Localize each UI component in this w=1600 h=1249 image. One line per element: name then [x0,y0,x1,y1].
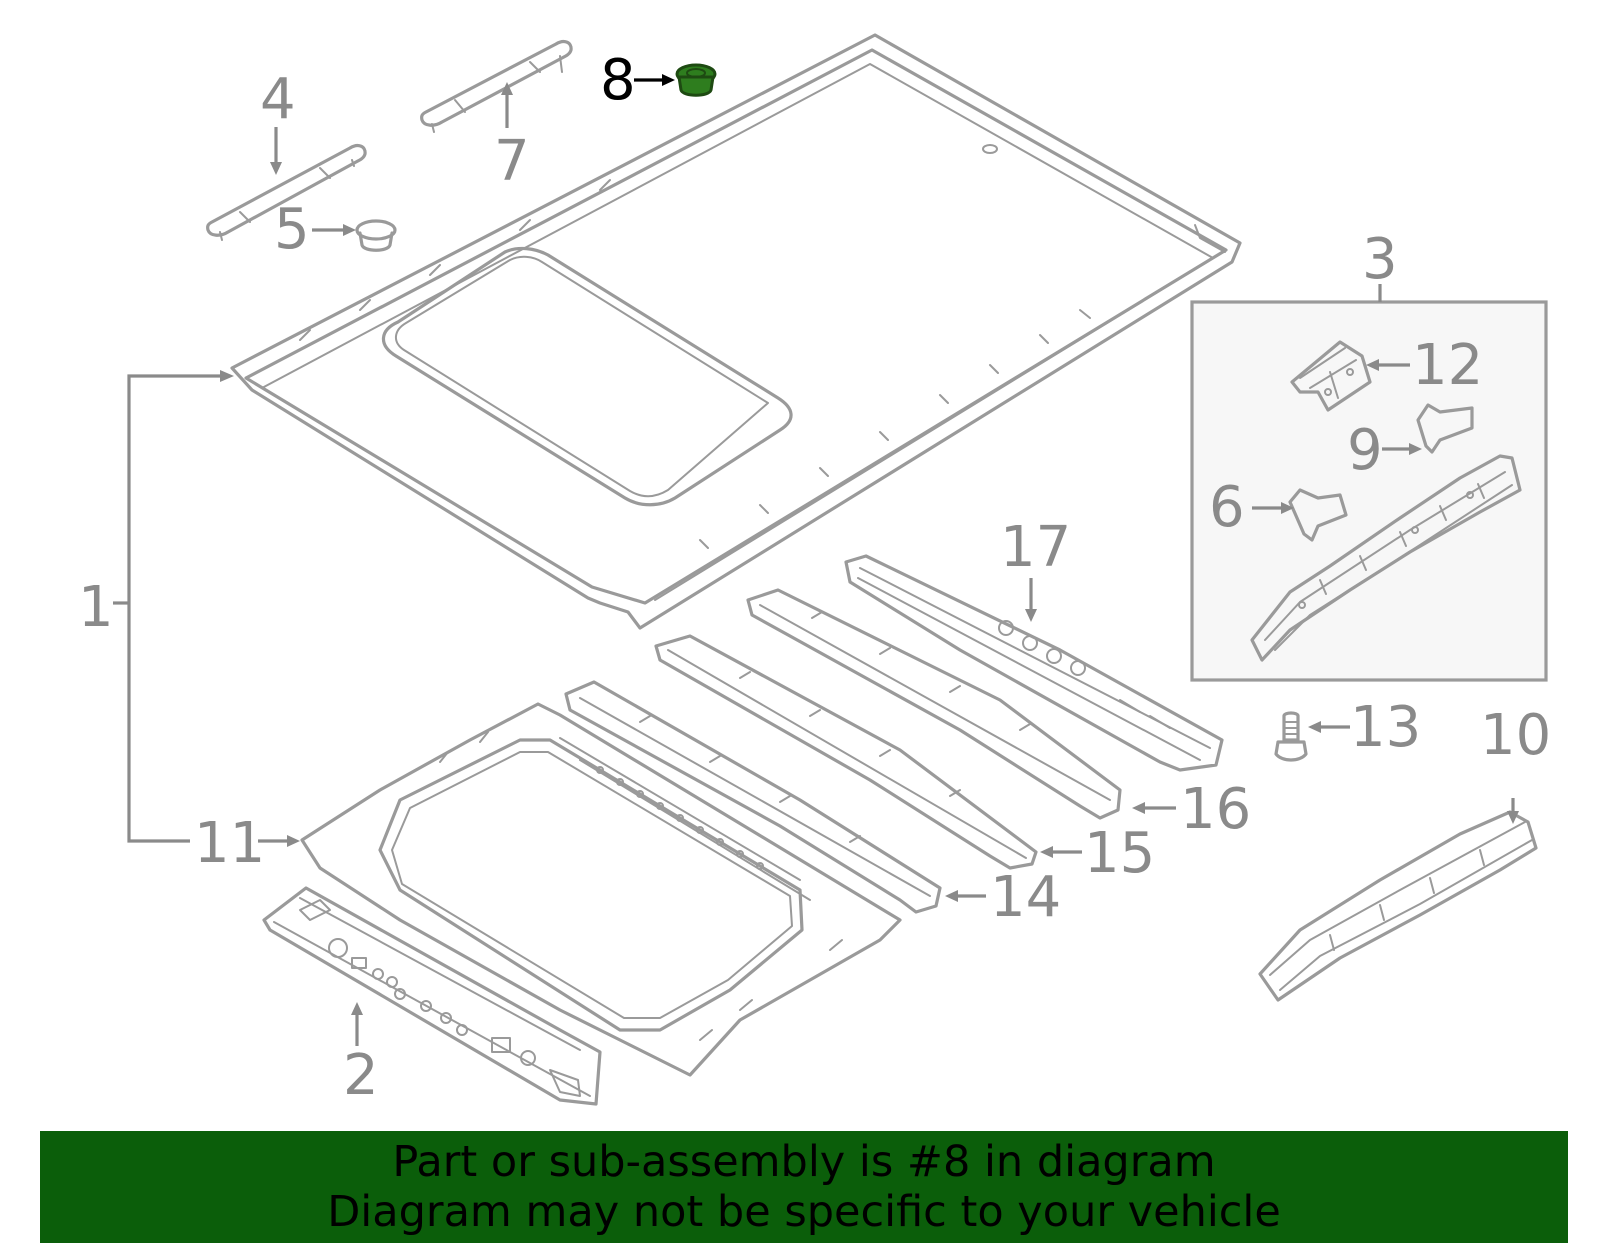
callout-2: 2 [343,1043,379,1108]
callout-14: 14 [990,865,1061,930]
callout-1: 1 [78,575,114,640]
part-7-bracket [420,39,573,133]
leader-1 [113,370,234,843]
part-8-clip-highlighted[interactable] [634,63,717,97]
callout-17: 17 [1000,515,1071,580]
callout-9: 9 [1347,418,1383,483]
callout-16: 16 [1180,777,1251,842]
callout-11: 11 [194,811,265,876]
part-15-cross-member [654,634,1082,870]
part-3-assembly-box [1190,284,1548,682]
callout-7: 7 [494,129,530,194]
part-13-bolt [1274,711,1350,762]
banner-line-1: Part or sub-assembly is #8 in diagram [392,1137,1216,1187]
callout-10: 10 [1480,703,1551,768]
callout-13: 13 [1350,695,1421,760]
callout-4: 4 [260,67,296,132]
part-2-front-header [262,886,602,1106]
callout-12: 12 [1412,333,1483,398]
part-info-banner: Part or sub-assembly is #8 in diagram Di… [40,1131,1568,1243]
part-4-bracket [206,127,367,241]
part-17-cross-member [844,554,1224,772]
part-11-sunroof-frame [258,702,902,1077]
part-14-cross-member [564,680,986,914]
part-16-cross-member [746,588,1176,820]
callout-5: 5 [274,197,310,262]
part-10-side-rail [1258,798,1538,1002]
callout-3: 3 [1362,227,1398,292]
part-5-clip [312,219,397,252]
callout-8[interactable]: 8 [600,48,636,113]
callout-15: 15 [1084,821,1155,886]
banner-line-2: Diagram may not be specific to your vehi… [327,1187,1281,1237]
roof-panel [230,33,1242,630]
callout-6: 6 [1209,475,1245,540]
